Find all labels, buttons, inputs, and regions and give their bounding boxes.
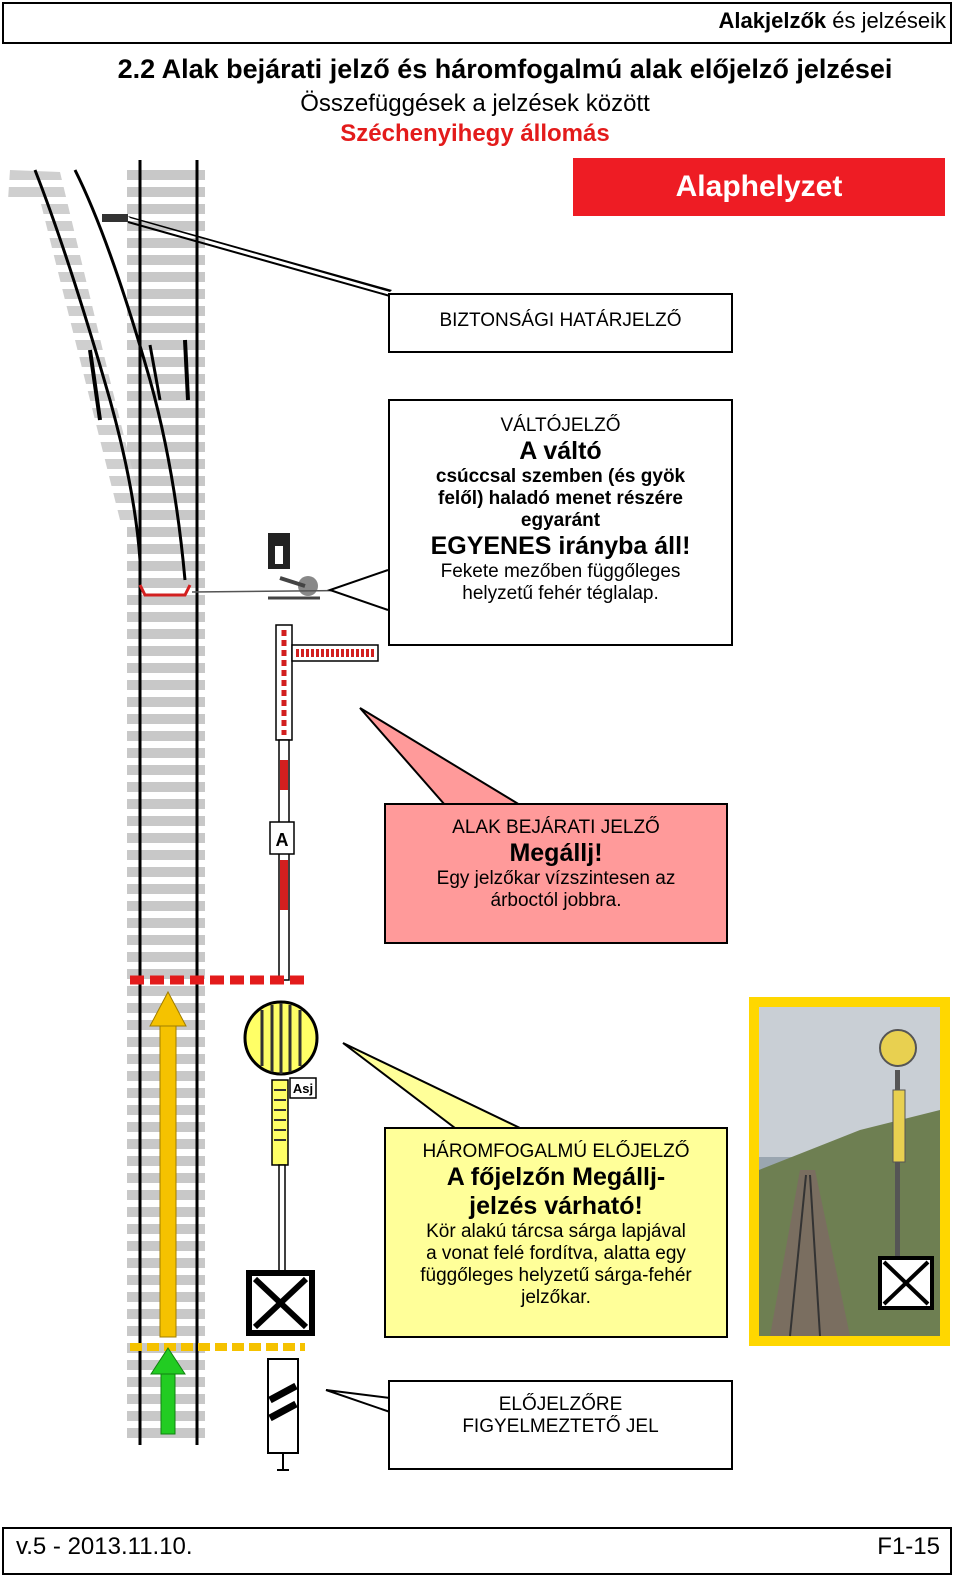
green-arrow-head (150, 1347, 186, 1375)
diverging-rail-2 (73, 169, 187, 581)
approach-arrow (159, 1024, 177, 1338)
footer-frame (2, 1527, 952, 1575)
pointer-distant-signal (342, 1042, 521, 1129)
home-signal-label: ALAK BEJÁRATI JELZŐ (452, 817, 660, 838)
station-name: Széchenyihegy állomás (340, 120, 610, 147)
callout-warning-board: ELŐJELZŐRE FIGYELMEZTETŐ JEL (388, 1380, 733, 1470)
callout-switch-indicator: VÁLTÓJELZŐ A váltó csúccsal szemben (és … (388, 399, 733, 646)
home-signal-arm (291, 644, 379, 662)
switch-frog (148, 344, 162, 401)
callout-home-signal: ALAK BEJÁRATI JELZŐ Megállj! Egy jelzőka… (384, 803, 728, 944)
footer-page-number: F1-15 (877, 1533, 940, 1560)
pointer-home-signal (359, 707, 524, 806)
switch-name: A váltó (519, 437, 602, 465)
state-banner: Alaphelyzet (573, 158, 945, 216)
green-arrow (160, 1371, 176, 1435)
switch-indicator-label: VÁLTÓJELZŐ (500, 415, 621, 436)
distant-signal-plate (289, 1077, 317, 1099)
switch-state: EGYENES irányba áll! (430, 532, 691, 560)
pointer-safety (128, 216, 392, 292)
section-subtitle: Összefüggések a jelzések között (300, 90, 650, 117)
distant-signal-post (278, 1164, 286, 1276)
switch-blade (183, 339, 190, 401)
header-frame (2, 2, 952, 44)
section-title: 2.2 Alak bejárati jelző és háromfogalmú … (117, 54, 893, 84)
distant-signal-plate-text: Asj (293, 1081, 313, 1096)
distant-signal-label: HÁROMFOGALMÚ ELŐJELZŐ (422, 1141, 690, 1162)
switch-blade (88, 349, 102, 421)
diverging-rail-1 (33, 169, 142, 561)
switch-end-marker (138, 584, 192, 597)
pointer-warning (325, 1389, 391, 1414)
home-signal-aspect: Megállj! (509, 839, 603, 867)
diverging-sleepers (8, 170, 140, 520)
pointer-switch-callout (330, 570, 388, 610)
safety-marker-label: BIZTONSÁGI HATÁRJELZŐ (439, 310, 682, 331)
document-title: Alakjelzők és jelzéseik (718, 8, 946, 33)
callout-safety-marker: BIZTONSÁGI HATÁRJELZŐ (388, 293, 733, 353)
clearance-marker (102, 214, 128, 222)
footer-version: v.5 - 2013.11.10. (16, 1533, 193, 1560)
distant-signal-arm (271, 1079, 289, 1166)
approach-arrow-head (149, 990, 187, 1027)
home-signal-plate-text: A (276, 830, 289, 850)
home-signal-plate (269, 821, 295, 855)
callout-distant-signal: HÁROMFOGALMÚ ELŐJELZŐ A főjelzőn Megállj… (384, 1127, 728, 1338)
